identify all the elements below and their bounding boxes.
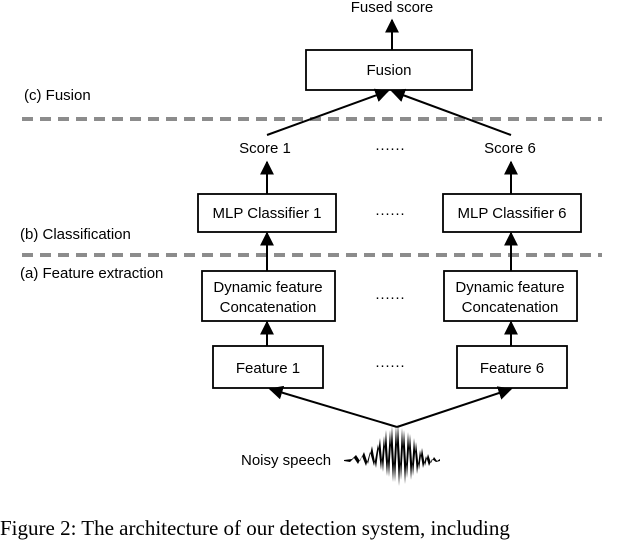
speech-waveform-icon xyxy=(344,424,440,486)
dynamic-feature-concat-6-box xyxy=(443,270,578,322)
dynamic-feature-concat-1-box xyxy=(201,270,336,322)
score1-to-fusion-arrow xyxy=(266,88,390,136)
feature-ellipsis: ······ xyxy=(375,357,405,374)
stage-label-fusion: (c) Fusion xyxy=(24,87,91,104)
score-1-label: Score 1 xyxy=(239,140,291,157)
mlp-classifier-6-label: MLP Classifier 6 xyxy=(458,205,567,222)
mlp-classifier-6-box xyxy=(442,193,582,233)
noisy-speech-label: Noisy speech xyxy=(241,452,331,469)
feature-1-label: Feature 1 xyxy=(236,360,300,377)
concat-ellipsis: ······ xyxy=(375,289,405,306)
score6-to-fusion-arrow xyxy=(390,88,512,136)
fused-score-label: Fused score xyxy=(351,0,434,16)
feature-6-label: Feature 6 xyxy=(480,360,544,377)
mlp-classifier-1-label: MLP Classifier 1 xyxy=(213,205,322,222)
score-6-label: Score 6 xyxy=(484,140,536,157)
input-to-feature6-arrow xyxy=(396,386,513,428)
input-to-feature1-arrow xyxy=(268,385,398,428)
classifier-ellipsis: ······ xyxy=(375,205,405,222)
fusion-box-label: Fusion xyxy=(366,62,411,79)
stage-label-feature-extraction: (a) Feature extraction xyxy=(20,265,163,282)
dynamic-feature-concat-6-line1: Dynamic feature xyxy=(455,279,564,296)
dynamic-feature-concat-1-line1: Dynamic feature xyxy=(213,279,322,296)
dynamic-feature-concat-6-line2: Concatenation xyxy=(462,299,559,316)
score-ellipsis: ······ xyxy=(375,140,405,157)
feature-6-box xyxy=(456,345,568,389)
stage-label-classification: (b) Classification xyxy=(20,226,131,243)
dynamic-feature-concat-1-line2: Concatenation xyxy=(220,299,317,316)
figure-caption: Figure 2: The architecture of our detect… xyxy=(0,516,510,540)
feature-1-box xyxy=(212,345,324,389)
